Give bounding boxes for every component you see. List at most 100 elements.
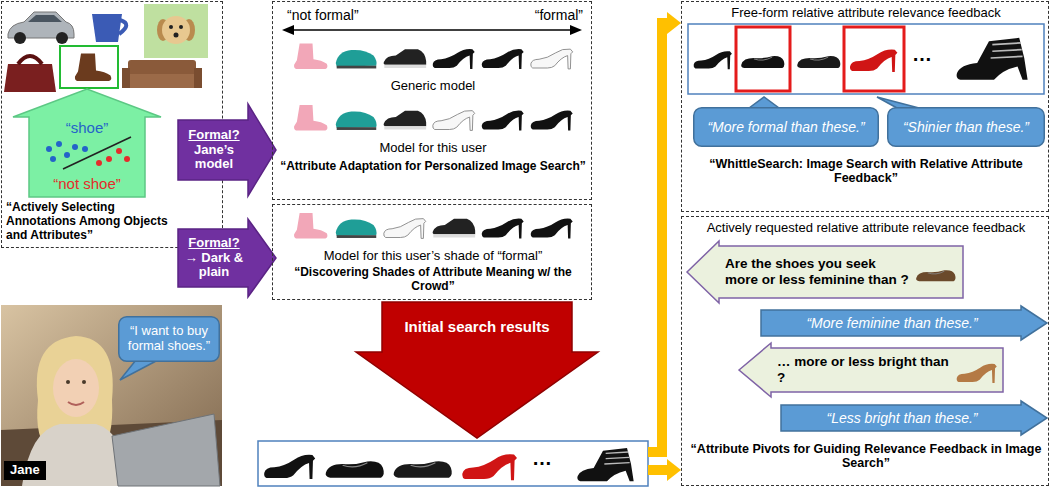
task-panel: “Actively Selecting Annotations Among Ob…	[1, 1, 223, 248]
shade-shoe-row-part	[531, 218, 573, 238]
panel-caption: “Attribute Adaptation for Personalized I…	[279, 160, 587, 174]
question-arrow: Are the shoes you seek more or less femi…	[687, 241, 963, 303]
query-model: → Dark & plain	[182, 251, 246, 281]
task-panel: “not formal”“formal”Generic modelModel f…	[272, 1, 592, 200]
query-model: Jane’s model	[182, 143, 246, 173]
jane-photo-part	[68, 402, 84, 405]
row-caption: Model for this user’s shade of “formal”	[273, 249, 593, 264]
panel-heading: Actively requested relative attribute re…	[682, 221, 1050, 236]
query-arrow: Formal?Jane’s model	[178, 104, 276, 196]
arrow-shape	[687, 241, 963, 303]
flow-arrow	[648, 459, 681, 481]
panel-caption: “WhittleSearch: Image Search with Relati…	[690, 157, 1042, 186]
jane-photo-part	[1, 305, 222, 486]
user-name: Jane	[4, 461, 46, 480]
arrow-shape	[761, 306, 1047, 340]
result-strip-part	[462, 454, 517, 480]
user-shoe-row-part	[482, 110, 524, 130]
user-answer: “More feminine than these.”	[767, 315, 1017, 331]
generic-shoe-row-part	[531, 49, 573, 69]
user-shoe-row	[294, 105, 573, 130]
query-word: Formal?	[182, 128, 246, 143]
generic-shoe-row-part	[433, 49, 475, 69]
plot-mark	[56, 141, 62, 147]
feedback-strip-part	[688, 24, 1044, 94]
plot-mark	[72, 144, 78, 150]
car-wheel	[14, 32, 26, 44]
task-panel: Actively requested relative attribute re…	[681, 216, 1049, 486]
scale-head	[282, 25, 294, 35]
result-strip: Initial search results	[258, 302, 648, 486]
shoe-thumbnail	[916, 270, 955, 281]
user-shoe-row-part	[384, 111, 427, 130]
user-request: “I want to buy formal shoes.”	[122, 324, 216, 354]
generic-shoe-row-part	[294, 44, 327, 69]
scale-end: “not formal”	[287, 7, 397, 23]
plot-mark	[96, 160, 102, 166]
generic-shoe-row-part	[482, 49, 524, 69]
jane-photo-part	[82, 380, 86, 384]
classifier-arrow: “shoe”“not shoe”	[13, 83, 161, 198]
feedback-strip-part	[694, 51, 732, 69]
selection-box	[844, 27, 904, 91]
row-caption: Generic model	[273, 79, 593, 94]
plot-mark	[46, 146, 52, 152]
shade-shoe-row-part	[294, 213, 327, 238]
arrow-shape	[178, 104, 276, 196]
answer-arrow: “More feminine than these.”	[761, 306, 1047, 340]
feedback-text: “Shinier than these.”	[891, 119, 1041, 135]
text-stack: “More formal than these.”	[697, 109, 875, 145]
result-strip	[258, 441, 648, 486]
panel-caption: “Discovering Shades of Attribute Meaning…	[279, 266, 587, 294]
jane-photo-part	[66, 380, 70, 384]
selected-frame	[60, 46, 118, 88]
text-stack: “More feminine than these.”	[767, 310, 1017, 336]
plot-mark	[106, 156, 112, 162]
shade-shoe-row	[294, 213, 573, 238]
feedback-text: “More formal than these.”	[697, 119, 875, 135]
sofa-seat	[124, 74, 200, 88]
shade-shoe-row-part	[336, 219, 377, 238]
arrow-head	[667, 12, 681, 34]
scale-line	[292, 29, 572, 31]
result-strip-part	[264, 455, 315, 479]
selection-box	[736, 27, 790, 91]
plot-mark	[116, 148, 122, 154]
plot-mark	[50, 156, 56, 162]
generic-shoe-row	[294, 44, 573, 69]
handbag-handle	[18, 56, 42, 64]
task-panel: Model for this user’s shade of “formal” “…	[272, 204, 592, 300]
arrow-shaft	[648, 465, 667, 475]
object-thumbnails	[4, 4, 208, 92]
jane-photo-part	[112, 414, 220, 486]
arrow-shape	[739, 343, 1003, 397]
answer-arrow: “Less bright than these.”	[781, 401, 1047, 435]
query-arrow: Formal?→ Dark & plain	[178, 219, 276, 297]
panel-caption: “Attribute Pivots for Guiding Relevance …	[690, 442, 1042, 471]
arrow-head	[667, 459, 681, 481]
user-answer: “Less bright than these.”	[787, 410, 1017, 426]
result-strip-part	[258, 441, 648, 486]
formality-scale	[282, 25, 582, 35]
puppy-eye	[179, 25, 183, 29]
bubble-body	[888, 108, 1045, 147]
feedback-bubble: “Shinier than these.”	[887, 107, 1045, 147]
text-stack: Formal?→ Dark & plain	[182, 229, 246, 287]
arrow-shape	[781, 401, 1047, 435]
generic-shoe-row-part	[336, 50, 377, 69]
arrow-shape	[356, 302, 598, 438]
result-strip-part	[394, 461, 452, 477]
result-strip-part	[577, 448, 633, 481]
sofa-arm	[194, 68, 202, 88]
puppy-eye	[169, 25, 173, 29]
arrow-shape	[13, 89, 161, 197]
bubble-tail	[877, 97, 919, 108]
car-wheel	[56, 32, 68, 44]
text-stack: “I want to buy formal shoes.”	[122, 319, 216, 359]
cup-picture	[92, 14, 122, 42]
puppy-nose	[174, 33, 179, 38]
generic-shoe-row-part	[384, 49, 427, 68]
system-question: Are the shoes you seek more or less femi…	[725, 256, 911, 287]
sofa-arm	[122, 68, 130, 88]
